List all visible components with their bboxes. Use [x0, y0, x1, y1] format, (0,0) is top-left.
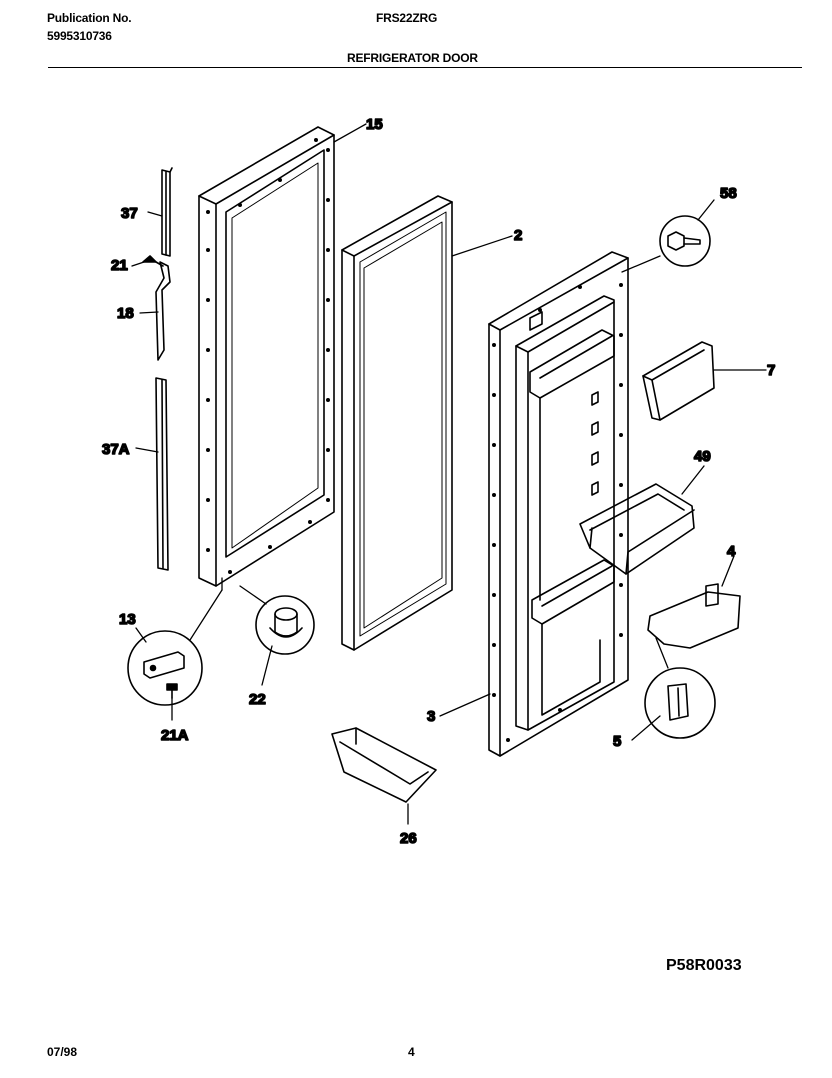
callout-7: 7 — [767, 362, 775, 379]
part-21a-screw — [166, 683, 178, 699]
part-13-hinge-plate — [127, 630, 203, 706]
callout-37a: 37A — [102, 441, 130, 458]
callout-5: 5 — [613, 733, 621, 750]
part-49-door-bin — [579, 483, 695, 575]
diagram-code: P58R0033 — [666, 957, 742, 974]
part-2-door-gasket — [341, 195, 453, 651]
callout-22: 22 — [249, 691, 266, 708]
callout-58: 58 — [720, 185, 737, 202]
callout-18: 18 — [117, 305, 134, 322]
callout-2: 2 — [514, 227, 522, 244]
liner-screw-holes — [492, 283, 623, 742]
publication-label: Publication No. — [47, 11, 132, 25]
part-22-plug — [255, 595, 315, 655]
part-3-door-liner — [488, 251, 629, 757]
part-15-door-frame — [198, 126, 335, 587]
callout-49: 49 — [694, 448, 711, 465]
part-4-bracket — [647, 583, 741, 649]
callout-21a: 21A — [161, 727, 189, 744]
leader-lines — [131, 123, 767, 825]
callout-26: 26 — [400, 830, 417, 847]
part-26-bin — [331, 727, 437, 803]
section-title: REFRIGERATOR DOOR — [347, 51, 478, 65]
part-37a-lower-strip — [155, 377, 169, 571]
callout-4: 4 — [727, 543, 736, 560]
header-rule — [48, 67, 802, 68]
callout-37: 37 — [121, 205, 138, 222]
publication-number: 5995310736 — [47, 29, 112, 43]
callout-3: 3 — [427, 708, 435, 725]
part-37-upper-strip — [161, 167, 173, 257]
model-number: FRS22ZRG — [376, 11, 438, 25]
part-5-clip — [644, 667, 716, 739]
callout-13: 13 — [119, 611, 136, 628]
part-7-bin-cover — [642, 341, 715, 421]
frame-screw-holes — [206, 138, 330, 574]
callout-15: 15 — [366, 116, 383, 133]
part-58-screw — [659, 215, 711, 267]
footer-date: 07/98 — [47, 1045, 78, 1059]
part-21-screw — [142, 255, 164, 267]
callout-21: 21 — [111, 257, 128, 274]
part-18-hinge-cover — [155, 261, 171, 361]
page-number: 4 — [408, 1045, 415, 1059]
